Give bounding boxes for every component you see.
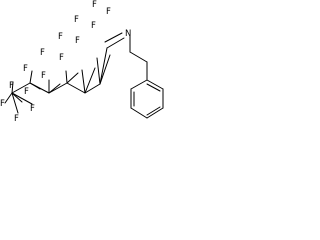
bond bbox=[66, 72, 79, 84]
bond bbox=[129, 51, 148, 63]
bond bbox=[99, 47, 108, 85]
atom-labels: F F F F F F F F F F F F F F F N bbox=[0, 0, 131, 124]
bond bbox=[130, 79, 148, 90]
fluorine-label: F bbox=[24, 87, 29, 97]
fluorine-label: F bbox=[0, 99, 5, 109]
bond bbox=[29, 70, 33, 84]
fluorine-label: F bbox=[40, 48, 45, 58]
fluorine-label: F bbox=[30, 104, 35, 114]
nitrogen-label: N bbox=[125, 29, 131, 39]
bond bbox=[84, 67, 96, 94]
bond bbox=[146, 79, 164, 90]
bond bbox=[48, 82, 68, 94]
bond bbox=[29, 82, 41, 90]
fluorine-label: F bbox=[23, 64, 28, 74]
bond bbox=[11, 81, 14, 94]
bond bbox=[146, 107, 164, 119]
fluorine-label: F bbox=[106, 7, 111, 17]
ring-inner-bond bbox=[146, 106, 161, 116]
fluorine-label: F bbox=[91, 21, 96, 31]
double-bond bbox=[106, 37, 125, 49]
fluorine-label: F bbox=[59, 53, 64, 63]
fluorine-label: F bbox=[92, 0, 97, 10]
double-bond bbox=[104, 32, 123, 43]
fluorine-label: F bbox=[14, 114, 19, 124]
fluorine-label: F bbox=[9, 81, 14, 91]
bond bbox=[4, 92, 13, 104]
fluorine-label: F bbox=[75, 36, 80, 46]
bond bbox=[65, 70, 68, 84]
bond bbox=[11, 82, 31, 94]
bond bbox=[99, 54, 111, 85]
bond bbox=[130, 107, 148, 119]
bond bbox=[81, 69, 86, 94]
bond bbox=[66, 82, 86, 94]
bond-lines bbox=[4, 32, 164, 119]
fluorine-label: F bbox=[74, 15, 79, 25]
fluorine-label: F bbox=[41, 71, 46, 81]
bond bbox=[11, 92, 33, 105]
structure-diagram: F F F F F F F F F F F F F F F N bbox=[0, 0, 164, 124]
bond bbox=[96, 57, 101, 85]
bond bbox=[84, 83, 101, 94]
bond bbox=[48, 83, 61, 94]
bond bbox=[11, 92, 19, 114]
bond bbox=[11, 92, 23, 103]
fluorine-label: F bbox=[58, 32, 63, 42]
ring-inner-bond bbox=[146, 83, 161, 92]
